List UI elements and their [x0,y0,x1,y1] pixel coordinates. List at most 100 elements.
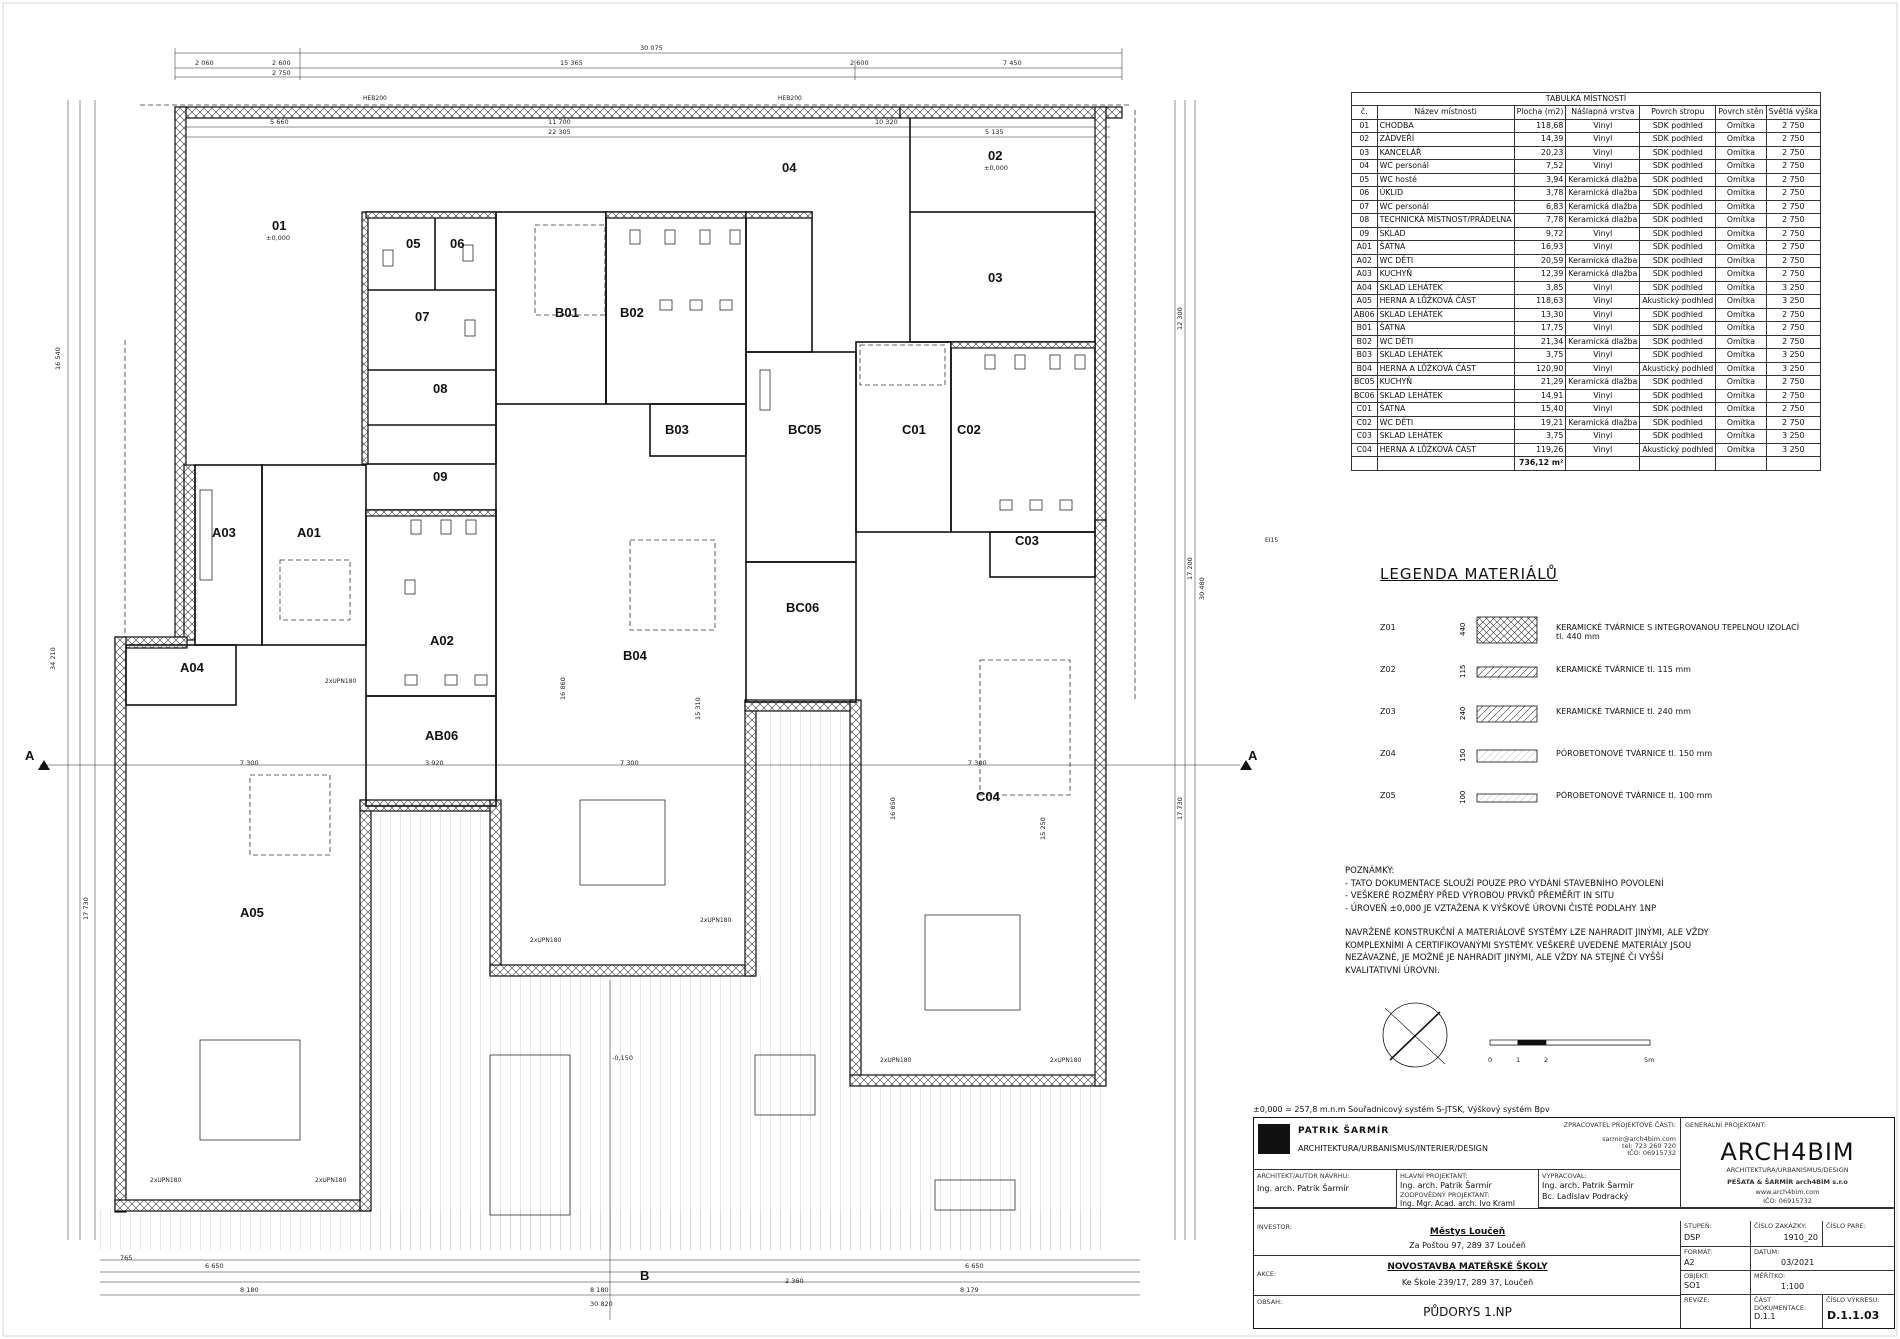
table-cell: 2 750 [1765,253,1821,268]
gen-name: ARCH4BIM [1720,1138,1855,1166]
table-cell: HERNA A LŮŽKOVÁ ČÁST [1376,294,1515,309]
room-b02: B02 [620,305,644,320]
table-cell: 09 [1351,226,1378,241]
room-03: 03 [988,270,1002,285]
legend-swatch: 100 [1455,783,1540,815]
room-04: 04 [782,160,797,175]
table-cell: AB06 [1351,307,1378,322]
svg-text:16 540: 16 540 [54,347,62,370]
table-cell: 3 250 [1765,361,1821,376]
table-caption: TABULKA MÍSTNOSTÍ [1351,92,1821,106]
legend-text: KERAMICKÉ TVÁRNICE tl. 115 mm [1556,665,1691,674]
table-cell: Vinyl [1565,442,1641,457]
zprac-label: ZPRACOVATEL PROJEKTOVÉ ČÁSTI: [1563,1121,1676,1129]
table-cell: Vinyl [1565,145,1641,160]
legend-title: LEGENDA MATERIÁLŮ [1380,565,1558,583]
table-cell: Vinyl [1565,361,1641,376]
table-cell: 2 750 [1765,388,1821,403]
table-cell: 2 750 [1765,334,1821,349]
table-cell: Vinyl [1565,226,1641,241]
table-cell: 16,93 [1513,240,1567,255]
project-lead-cell: HLAVNÍ PROJEKTANT: Ing. arch. Patrik Šar… [1397,1170,1539,1208]
note-line: - VEŠKERÉ ROZMĚRY PŘED VÝROBOU PRVKŮ PŘE… [1345,891,1615,901]
table-cell: Vinyl [1565,307,1641,322]
table-cell: 13,30 [1513,307,1567,322]
svg-text:6 650: 6 650 [205,1262,224,1270]
col-ceiling: Povrch stropu [1639,105,1717,120]
object-value: SO1 [1684,1281,1701,1290]
investor-cell: INVESTOR: Městys Loučeň Za Poštou 97, 28… [1254,1221,1681,1256]
svg-text:8 179: 8 179 [960,1286,979,1294]
table-cell: SDK podhled [1639,280,1717,295]
room-b01: B01 [555,305,579,320]
table-cell: SKLAD [1376,226,1515,241]
format-value: A2 [1684,1258,1695,1267]
legend-code: Z01 [1380,623,1396,632]
room-c04: C04 [976,789,1001,804]
table-cell: B02 [1351,334,1378,349]
dimension-lines-top [174,48,1123,138]
room-ab06: AB06 [425,728,458,743]
table-cell: 21,34 [1513,334,1567,349]
table-cell: Keramická dlažba [1565,172,1641,187]
table-cell: 3,75 [1513,429,1567,444]
upn-label-e: 2xUPN180 [1050,1057,1082,1064]
architect-cell: ARCHITEKT/AUTOR NÁVRHU: Ing. arch. Patri… [1254,1170,1397,1208]
table-cell: A01 [1351,240,1378,255]
svg-text:6 650: 6 650 [965,1262,984,1270]
table-cell: WC DĚTI [1376,253,1515,268]
table-cell: 15,40 [1513,402,1567,417]
room-01-level: ±0,000 [266,234,290,242]
table-cell: Keramická dlažba [1565,415,1641,430]
table-cell: SDK podhled [1639,118,1717,133]
table-cell: Omítka [1715,213,1767,228]
room-a05: A05 [240,905,264,920]
prepared-by-2: Bc. Ladislav Podracký [1542,1192,1629,1201]
table-cell: B01 [1351,321,1378,336]
svg-text:2 750: 2 750 [272,69,291,77]
svg-text:17 730: 17 730 [82,897,90,920]
table-cell: 3 250 [1765,294,1821,309]
exterior-walls [114,106,1123,1213]
table-cell: Omítka [1715,388,1767,403]
table-cell: Vinyl [1565,132,1641,147]
table-cell: SKLAD LEHÁTEK [1376,307,1515,322]
svg-text:15 310: 15 310 [694,697,702,720]
table-cell: Omítka [1715,253,1767,268]
svg-text:22 305: 22 305 [548,128,571,136]
date-value: 03/2021 [1781,1258,1815,1267]
table-cell: Vinyl [1565,118,1641,133]
table-total-row: 736,12 m² [1351,456,1821,471]
rooms-table: TABULKA MÍSTNOSTÍ č. Název místnosti Plo… [1351,92,1821,471]
terrace-level: -0,150 [612,1054,633,1062]
company-name: PATRIK ŠARMÍR [1298,1126,1390,1136]
legend-swatch: 150 [1455,741,1540,773]
gen-ico: IČO: 06915732 [1763,1197,1812,1205]
svg-text:15 250: 15 250 [1039,817,1047,840]
scale-value: 1:100 [1781,1282,1805,1291]
table-cell: HERNA A LŮŽKOVÁ ČÁST [1376,361,1515,376]
note-line: - TATO DOKUMENTACE SLOUŽÍ POUZE PRO VYDÁ… [1345,878,1664,889]
table-cell: A04 [1351,280,1378,295]
col-area: Plocha (m2) [1513,105,1567,120]
table-cell: WC DĚTI [1376,334,1515,349]
scale-bar: 0 1 2 5m [1488,1039,1654,1064]
table-cell: ŠATNA [1376,402,1515,417]
table-cell: Omítka [1715,294,1767,309]
section-b: B [640,1268,649,1283]
legend-swatch: 440 [1455,615,1540,647]
legend-text: PÓROBETONOVÉ TVÁRNICE tl. 100 mm [1556,791,1713,800]
room-c03: C03 [1015,533,1039,548]
heb-beam-b: HEB200 [778,95,802,102]
table-cell: SDK podhled [1639,186,1717,201]
table-cell: 120,90 [1513,361,1567,376]
coordinate-note: ±0,000 = 257,8 m.n.m Souřadnicový systém… [1253,1105,1550,1114]
